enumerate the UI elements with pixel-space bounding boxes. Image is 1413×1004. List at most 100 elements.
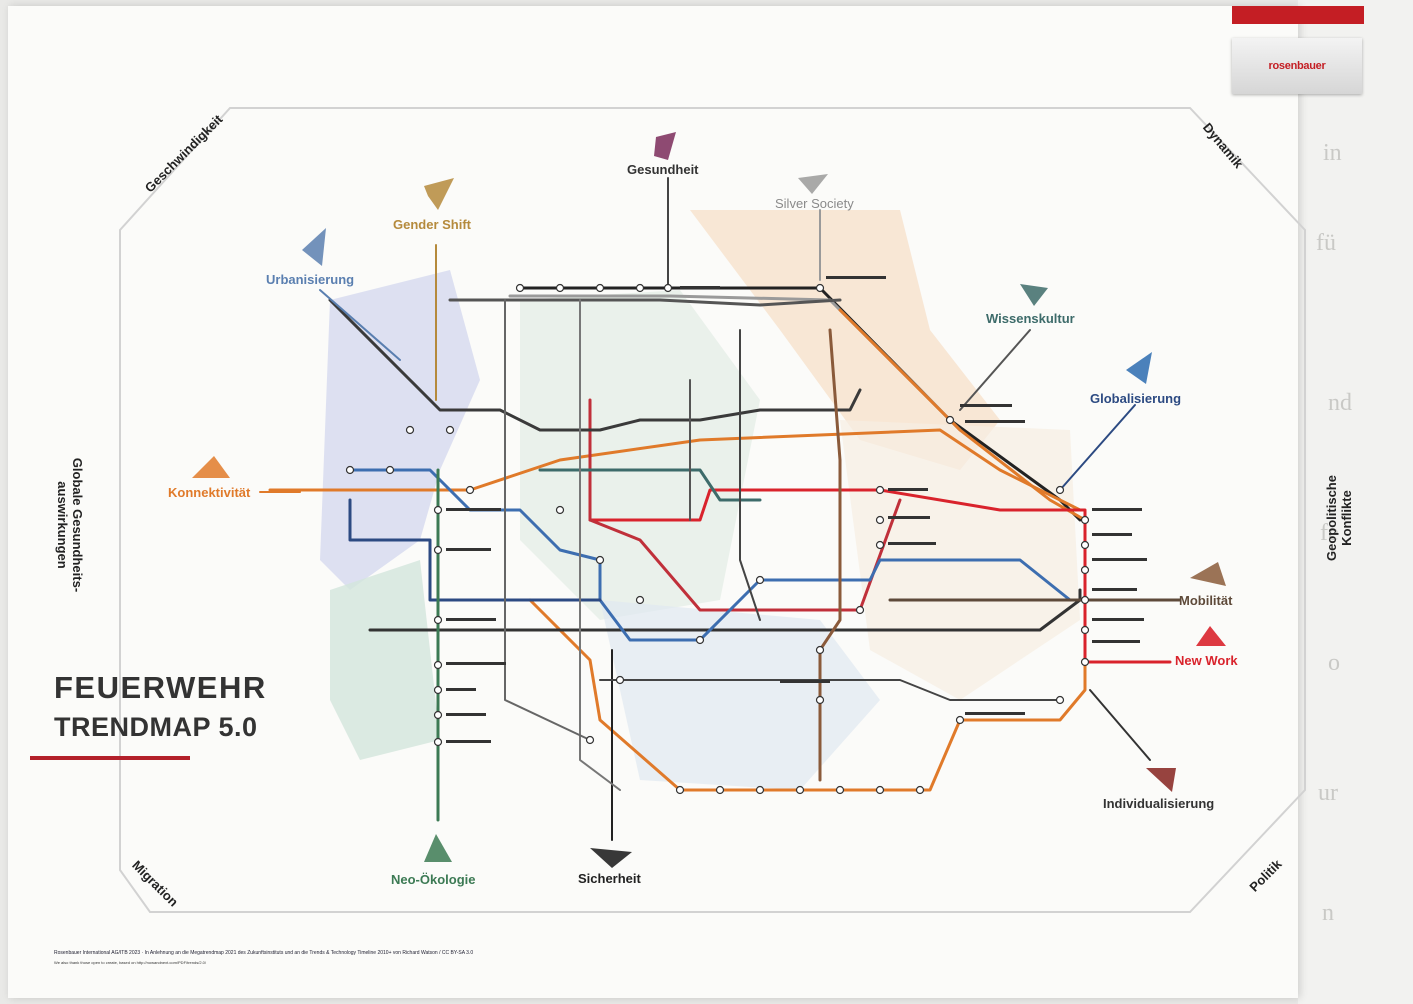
station: [817, 647, 824, 654]
megatrend-gender-shift: Gender Shift: [393, 217, 471, 232]
side-label-right-line1: Geopolitische: [1324, 458, 1339, 578]
megatrend-neo-oekologie: Neo-Ökologie: [391, 872, 476, 887]
label-hint: [446, 548, 491, 551]
mobilitaet-icon: [1190, 562, 1226, 586]
side-label-right-line2: Konflikte: [1339, 458, 1354, 578]
station: [877, 542, 884, 549]
page-title-line1: FEUERWEHR: [54, 670, 267, 706]
station: [387, 467, 394, 474]
station: [1082, 659, 1089, 666]
station: [947, 417, 954, 424]
line-individ-stem: [1090, 690, 1150, 760]
side-label-left-line1: Globale Gesundheits-: [70, 455, 85, 595]
gender-shift-icon: [424, 178, 454, 210]
station: [435, 547, 442, 554]
label-hint: [1092, 640, 1140, 643]
station: [697, 637, 704, 644]
label-hint: [446, 508, 501, 511]
label-hint: [780, 680, 830, 683]
station: [877, 487, 884, 494]
station: [877, 517, 884, 524]
station: [557, 285, 564, 292]
station: [347, 467, 354, 474]
station: [1082, 517, 1089, 524]
megatrend-new-work: New Work: [1175, 653, 1238, 668]
station: [597, 557, 604, 564]
side-label-right: Geopolitische Konflikte: [1324, 458, 1354, 578]
label-hint: [1092, 618, 1144, 621]
title-underline: [30, 756, 190, 760]
station: [1082, 597, 1089, 604]
megatrend-wissenskultur: Wissenskultur: [986, 311, 1075, 326]
station: [817, 285, 824, 292]
label-hint: [1092, 508, 1142, 511]
station: [557, 507, 564, 514]
label-hint: [888, 542, 936, 545]
side-label-left: Globale Gesundheits- auswirkungen: [55, 455, 85, 595]
megatrend-individualisierung: Individualisierung: [1103, 796, 1214, 811]
station: [957, 717, 964, 724]
station: [817, 697, 824, 704]
station: [517, 285, 524, 292]
side-label-left-line2: auswirkungen: [55, 455, 70, 595]
region-light-teal: [520, 290, 760, 620]
label-hint: [888, 516, 930, 519]
konnektivitaet-icon: [192, 456, 230, 478]
station: [435, 507, 442, 514]
label-hint: [446, 618, 496, 621]
station: [637, 285, 644, 292]
station: [435, 617, 442, 624]
label-hint: [446, 662, 506, 665]
station: [1057, 697, 1064, 704]
station: [757, 787, 764, 794]
label-hint: [826, 276, 886, 279]
individualisierung-icon: [1146, 768, 1176, 792]
station: [757, 577, 764, 584]
megatrend-urbanisierung: Urbanisierung: [266, 272, 354, 287]
label-hint: [446, 740, 491, 743]
label-hint: [960, 404, 1012, 407]
label-hint: [888, 488, 928, 491]
label-hint: [680, 286, 720, 289]
megatrend-sicherheit: Sicherheit: [578, 871, 641, 886]
label-hint: [446, 688, 476, 691]
station: [1082, 567, 1089, 574]
station: [637, 597, 644, 604]
station: [797, 787, 804, 794]
station: [837, 787, 844, 794]
station: [435, 662, 442, 669]
megatrend-mobilitaet: Mobilität: [1179, 593, 1232, 608]
footer-credit: Rosenbauer International AG/ITB 2023 · I…: [54, 950, 473, 956]
label-hint: [446, 713, 486, 716]
silver-society-icon: [798, 174, 828, 194]
station: [677, 787, 684, 794]
neo-oekologie-icon: [424, 834, 452, 862]
megatrend-gesundheit: Gesundheit: [627, 162, 699, 177]
station: [407, 427, 414, 434]
wissenskultur-icon: [1020, 284, 1048, 306]
label-hint: [1092, 533, 1132, 536]
sicherheit-icon: [590, 848, 632, 868]
urbanisierung-icon: [302, 228, 326, 266]
page-title-line2: TRENDMAP 5.0: [54, 712, 258, 743]
station: [587, 737, 594, 744]
station: [467, 487, 474, 494]
station: [435, 739, 442, 746]
line-global-stem: [1060, 405, 1135, 490]
new-work-icon: [1196, 626, 1226, 646]
footer-credit-2: We also thank those open to create, base…: [54, 960, 206, 965]
line-wissen-stem: [960, 330, 1030, 410]
megatrend-globalisierung: Globalisierung: [1090, 391, 1181, 406]
station: [717, 787, 724, 794]
globalisierung-icon: [1126, 352, 1152, 384]
station: [1057, 487, 1064, 494]
station: [917, 787, 924, 794]
region-urban: [320, 270, 480, 590]
station: [447, 427, 454, 434]
gesundheit-icon: [654, 132, 676, 160]
station: [617, 677, 624, 684]
label-hint: [965, 712, 1025, 715]
station: [877, 787, 884, 794]
station: [435, 687, 442, 694]
